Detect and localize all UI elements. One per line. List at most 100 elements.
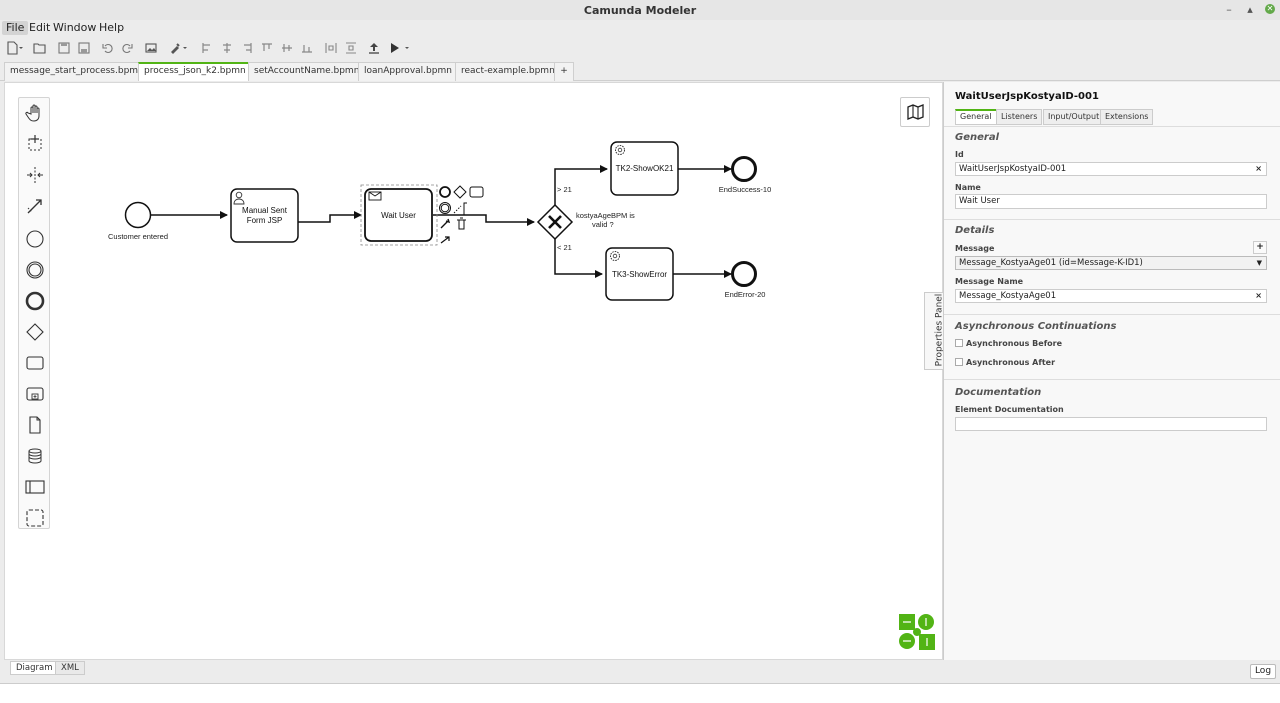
name-field[interactable]: Wait User: [955, 194, 1267, 209]
hand-tool-icon[interactable]: [25, 103, 45, 123]
start-event-label: Customer entered: [108, 232, 168, 241]
async-before-checkbox[interactable]: Asynchronous Before: [955, 339, 1062, 348]
divider: [944, 219, 1280, 220]
new-file-icon[interactable]: [5, 41, 19, 55]
sequence-flow[interactable]: [298, 211, 362, 223]
save-icon[interactable]: [57, 41, 71, 55]
exclusive-gateway[interactable]: [536, 203, 574, 241]
end-event-success[interactable]: [731, 156, 757, 182]
start-event-icon[interactable]: [25, 229, 45, 249]
undo-icon[interactable]: [101, 41, 115, 55]
distribute-vertical-icon[interactable]: [344, 41, 358, 55]
align-bottom-icon[interactable]: [300, 41, 314, 55]
end-event-icon[interactable]: [25, 291, 45, 311]
distribute-horizontal-icon[interactable]: [324, 41, 338, 55]
color-brush-icon[interactable]: [168, 41, 182, 55]
gateway-icon[interactable]: [25, 322, 45, 342]
end-event-error[interactable]: [731, 261, 757, 287]
tab-process-json-k2[interactable]: process_json_k2.bpmn×: [138, 62, 264, 81]
message-icon: [368, 191, 382, 201]
run-icon[interactable]: [387, 41, 401, 55]
task-wait-user[interactable]: [364, 188, 433, 242]
change-type-wrench-icon[interactable]: [440, 218, 451, 229]
redo-icon[interactable]: [120, 41, 134, 55]
sequence-flow-gt[interactable]: [554, 165, 608, 205]
sequence-flow-lt[interactable]: [554, 239, 603, 278]
chevron-down-icon: ▼: [1256, 259, 1262, 267]
new-dropdown-icon[interactable]: [17, 41, 25, 55]
minimize-icon[interactable]: –: [1226, 3, 1232, 16]
group-icon[interactable]: [25, 508, 45, 528]
append-task-icon[interactable]: [469, 186, 484, 198]
open-icon[interactable]: [33, 41, 47, 55]
map-icon: [907, 104, 924, 120]
deploy-icon[interactable]: [367, 41, 381, 55]
tab-listeners[interactable]: Listeners: [996, 109, 1043, 125]
append-text-annotation-icon[interactable]: [453, 205, 462, 214]
run-dropdown-icon[interactable]: [403, 41, 411, 55]
clear-id-icon[interactable]: ×: [1255, 164, 1262, 173]
minimap-toggle-button[interactable]: [900, 97, 930, 127]
align-left-icon[interactable]: [200, 41, 214, 55]
diagram-canvas[interactable]: Customer entered Manual Sent Form JSP Wa…: [4, 82, 943, 660]
menu-edit[interactable]: Edit: [29, 21, 51, 34]
sequence-flow[interactable]: [433, 214, 535, 226]
start-event[interactable]: [124, 201, 152, 229]
xml-view-tab[interactable]: XML: [55, 661, 85, 675]
lasso-tool-icon[interactable]: [25, 134, 45, 154]
task-tk3-show-error[interactable]: [605, 247, 674, 301]
diagram-view-tab[interactable]: Diagram: [10, 661, 59, 675]
menu-window[interactable]: Window: [53, 21, 97, 34]
pool-icon[interactable]: [25, 477, 45, 497]
color-dropdown-icon[interactable]: [181, 41, 189, 55]
bpmn-io-logo-icon[interactable]: [898, 613, 936, 651]
maximize-icon[interactable]: ▴: [1247, 3, 1253, 16]
align-center-icon[interactable]: [220, 41, 234, 55]
menu-file[interactable]: File: [2, 21, 29, 35]
element-documentation-field[interactable]: [955, 417, 1267, 431]
section-documentation: Documentation: [955, 387, 1042, 398]
task-manual-sent-form[interactable]: [230, 188, 299, 243]
intermediate-event-icon[interactable]: [25, 260, 45, 280]
task-tk2-show-ok[interactable]: [610, 141, 679, 196]
tab-extensions[interactable]: Extensions: [1100, 109, 1154, 125]
message-name-label: Message Name: [955, 277, 1024, 286]
async-before-label: Asynchronous Before: [966, 339, 1063, 348]
properties-panel: WaitUserJspKostyaID-001 General Listener…: [943, 82, 1280, 660]
message-select[interactable]: Message_KostyaAge01 (id=Message-K-ID1) ▼: [955, 256, 1267, 270]
add-message-button[interactable]: +: [1253, 241, 1267, 254]
section-details: Details: [955, 225, 995, 236]
export-image-icon[interactable]: [144, 41, 158, 55]
close-icon[interactable]: ✕: [1265, 4, 1275, 14]
checkbox-box[interactable]: [955, 339, 963, 347]
save-all-icon[interactable]: [77, 41, 91, 55]
connect-icon[interactable]: [440, 236, 450, 244]
data-store-icon[interactable]: [25, 446, 45, 466]
task-manual-label-2: Form JSP: [247, 216, 283, 225]
space-tool-icon[interactable]: [25, 165, 45, 185]
end-error-label: EndError-20: [725, 290, 766, 299]
tab-input-output[interactable]: Input/Output: [1043, 109, 1105, 125]
append-end-event-icon[interactable]: [439, 186, 451, 198]
tab-general[interactable]: General: [955, 109, 997, 125]
connect-tool-icon[interactable]: [25, 196, 45, 216]
log-button[interactable]: Log: [1250, 664, 1276, 679]
task-icon[interactable]: [25, 353, 45, 373]
align-middle-icon[interactable]: [280, 41, 294, 55]
clear-message-name-icon[interactable]: ×: [1255, 291, 1262, 300]
id-field[interactable]: WaitUserJspKostyaID-001 ×: [955, 162, 1267, 176]
tab-loan-approval[interactable]: loanApproval.bpmn×: [358, 62, 470, 81]
menu-help[interactable]: Help: [99, 21, 125, 34]
async-after-checkbox[interactable]: Asynchronous After: [955, 358, 1055, 367]
align-top-icon[interactable]: [260, 41, 274, 55]
tab-label: setAccountName.bpmn: [254, 66, 360, 76]
properties-panel-toggle[interactable]: Properties Panel: [924, 292, 944, 370]
new-tab-button[interactable]: +: [554, 62, 574, 81]
data-object-icon[interactable]: [25, 415, 45, 435]
align-right-icon[interactable]: [240, 41, 254, 55]
message-name-field[interactable]: Message_KostyaAge01 ×: [955, 289, 1267, 303]
subprocess-icon[interactable]: [25, 384, 45, 404]
checkbox-box[interactable]: [955, 358, 963, 366]
append-gateway-icon[interactable]: [453, 185, 467, 199]
delete-trash-icon[interactable]: [457, 217, 466, 230]
